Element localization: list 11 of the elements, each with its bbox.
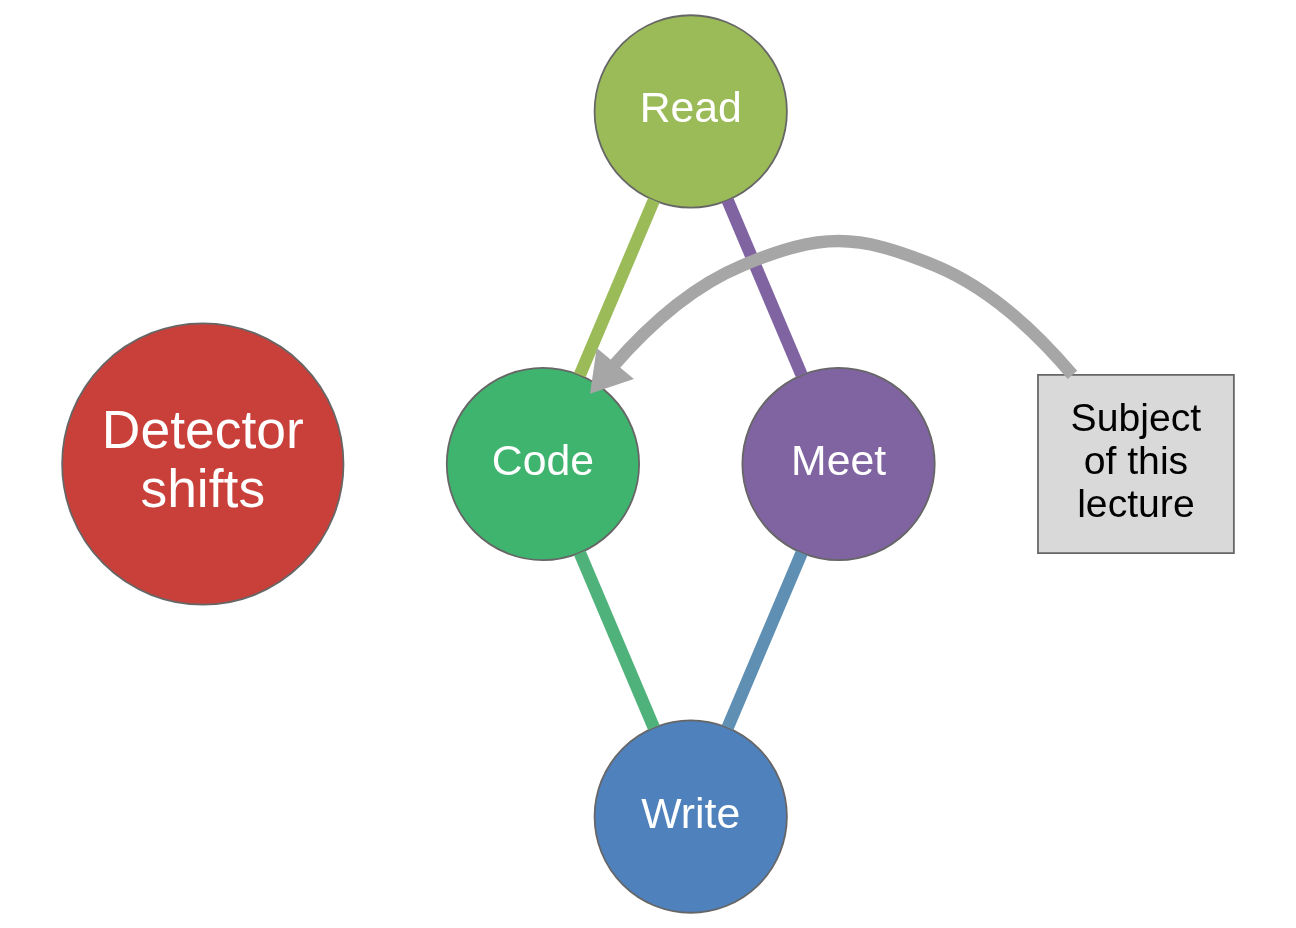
node-circle: Write xyxy=(593,719,788,914)
node-circle: Code xyxy=(445,366,640,562)
node-box: Subject of this lecture xyxy=(1037,374,1235,554)
connector xyxy=(721,550,808,730)
connector xyxy=(574,197,660,378)
node-circle: Read xyxy=(593,14,788,209)
node-circle: Detector shifts xyxy=(61,322,345,606)
connector xyxy=(721,197,808,378)
node-circle: Meet xyxy=(741,366,936,562)
connector xyxy=(574,550,660,730)
arrow xyxy=(590,234,1078,394)
